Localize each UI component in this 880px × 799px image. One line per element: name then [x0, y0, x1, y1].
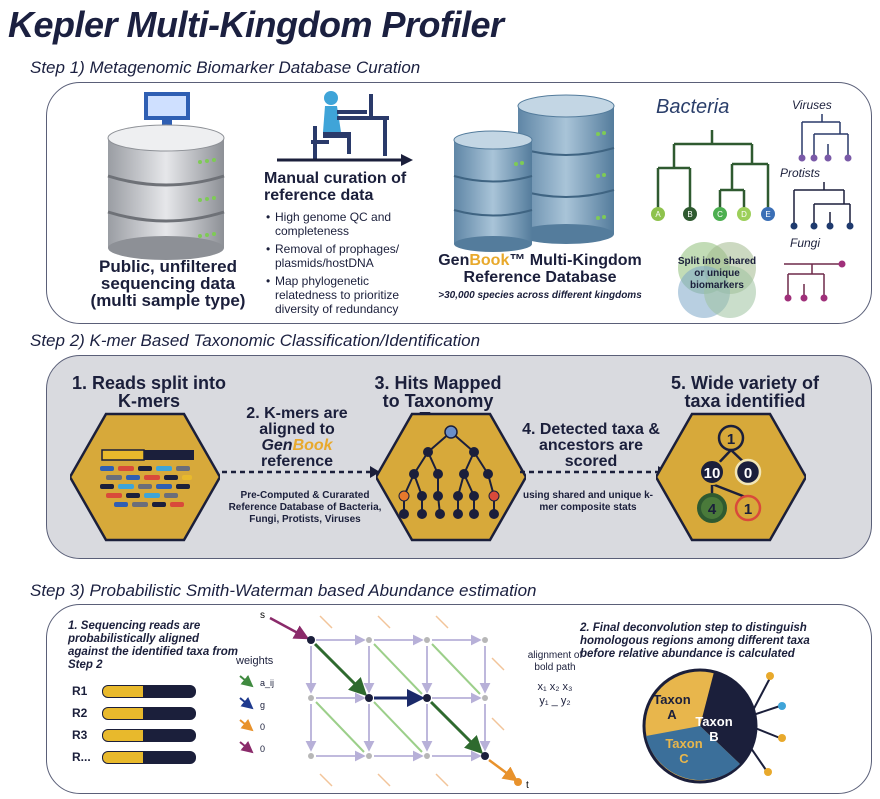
- species-count: >30,000 species across different kingdom…: [438, 290, 642, 301]
- public-database-icon: [107, 92, 225, 260]
- sink-label: t: [526, 780, 529, 791]
- bacteria-label: Bacteria: [656, 96, 730, 118]
- protists-tree: [790, 182, 854, 230]
- venn-text: Split into shared or unique biomarkers: [677, 256, 757, 291]
- genbook-db-label: GenBook™ Multi-Kingdom Reference Databas…: [438, 252, 642, 286]
- protists-label: Protists: [780, 166, 821, 180]
- leaf-c: C: [717, 210, 723, 219]
- weight-label-aij: a_ij: [260, 678, 274, 688]
- kmer-hexagon: [70, 412, 220, 542]
- step3-right-text: 2. Final deconvolution step to distingui…: [580, 622, 810, 660]
- viruses-tree: [798, 114, 852, 162]
- step3-heading: Step 3) Probabilistic Smith-Waterman bas…: [30, 581, 537, 600]
- alignment-label: alignment of bold path: [527, 650, 583, 673]
- taxon-b-letter: B: [709, 729, 718, 744]
- read-row: R2: [72, 702, 232, 724]
- taxon-b-word: Taxon: [695, 714, 732, 729]
- weight-label-g: g: [260, 700, 265, 710]
- venn-diagram: [678, 242, 756, 318]
- step1-heading: Step 1) Metagenomic Biomarker Database C…: [30, 58, 421, 77]
- read-row: R...: [72, 746, 232, 768]
- bullet-qc: High genome QC and completeness: [266, 210, 416, 238]
- step3-panel: [46, 604, 872, 794]
- score-leaf-2: 1: [744, 501, 752, 518]
- scored-taxa-hexagon: 1 10 0 4 1: [656, 412, 806, 542]
- taxon-a-letter: A: [667, 707, 677, 722]
- alignment-grid: s t: [260, 610, 529, 791]
- score-leaf-1: 4: [708, 501, 717, 518]
- step1-panel: [46, 82, 872, 324]
- dashed-arrow-1: [222, 466, 380, 478]
- weight-label-0b: 0: [260, 744, 265, 754]
- viruses-label: Viruses: [792, 98, 832, 112]
- curator-icon: [277, 91, 413, 166]
- bullet-phylo: Map phylogenetic relatedness to prioriti…: [266, 274, 416, 316]
- step2-stage5: 5. Wide variety of taxa identified: [671, 373, 819, 411]
- taxon-a-word: Taxon: [653, 692, 690, 707]
- genbook-database-icon: [453, 94, 615, 252]
- weights-label: weights: [236, 655, 274, 667]
- step2-heading: Step 2) K-mer Based Taxonomic Classifica…: [30, 331, 481, 350]
- taxon-c-letter: C: [679, 751, 689, 766]
- score-right: 0: [744, 465, 752, 482]
- score-root: 1: [727, 431, 735, 448]
- leaf-a: A: [655, 210, 661, 219]
- score-left: 10: [704, 465, 721, 482]
- taxon-c-word: Taxon: [665, 736, 702, 751]
- bacteria-tree: A B C D E: [651, 130, 775, 221]
- source-label: s: [260, 610, 265, 621]
- taxonomy-hexagon: [376, 412, 526, 542]
- leaf-d: D: [741, 210, 747, 219]
- read-row: R3: [72, 724, 232, 746]
- step3-left-text: 1. Sequencing reads are probabilisticall…: [68, 620, 238, 671]
- fungi-tree: [784, 260, 846, 302]
- step2-stage1: 1. Reads split into K-mers: [71, 373, 227, 411]
- read-row: R1: [72, 680, 232, 702]
- weights-legend: a_ijg 0 0: [239, 674, 274, 754]
- public-data-label: Public, unfiltered sequencing data (mult…: [90, 257, 246, 310]
- page-title: Kepler Multi-Kingdom Profiler: [8, 4, 504, 45]
- reads-list: R1 R2 R3 R...: [72, 680, 232, 768]
- dashed-arrow-2: [520, 466, 668, 478]
- weight-label-0a: 0: [260, 722, 265, 732]
- leaf-b: B: [687, 210, 692, 219]
- leaf-e: E: [765, 210, 770, 219]
- step2-stage4: 4. Detected taxa & ancestors are scored: [522, 421, 660, 470]
- manual-curation-title: Manual curation of reference data: [264, 170, 407, 204]
- precomputed-text: Pre-Computed & Curarated Reference Datab…: [228, 490, 382, 525]
- bullet-removal: Removal of prophages/ plasmids/hostDNA: [266, 242, 416, 270]
- fungi-label: Fungi: [790, 236, 821, 250]
- shared-kmer-text: using shared and unique k-mer composite …: [522, 490, 653, 513]
- curation-bullets: High genome QC and completeness Removal …: [266, 210, 416, 320]
